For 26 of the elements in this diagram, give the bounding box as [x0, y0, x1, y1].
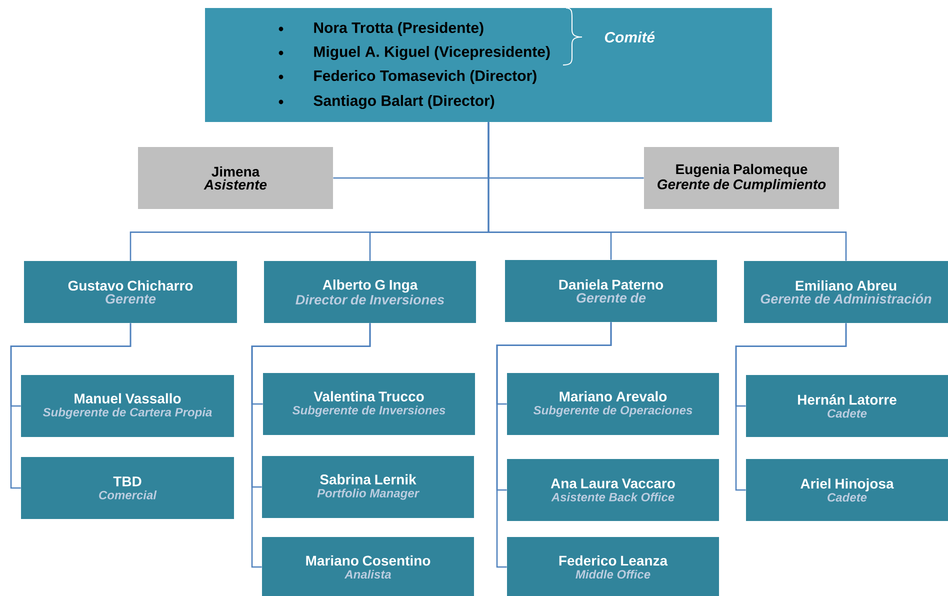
staff-box: TBD Comercial: [21, 457, 234, 519]
manager-box: Gustavo Chicharro Gerente: [24, 261, 237, 323]
staff-box: Sabrina Lernik Portfolio Manager: [262, 456, 474, 518]
committee-label: Comité: [604, 31, 655, 43]
member-name: Miguel A. Kiguel (Vicepresidente): [314, 46, 550, 60]
staff-box: Valentina Trucco Subgerente de Inversiones: [263, 373, 475, 435]
manager-box: Emiliano Abreu Gerente de Administración: [744, 261, 948, 323]
member-name: Santiago Balart (Director): [314, 94, 494, 110]
assistant-box: Jimena Asistente: [138, 147, 333, 209]
staff-box: Hernán Latorre Cadete: [746, 375, 948, 437]
staff-box: Ana Laura Vaccaro Asistente Back Office: [507, 459, 719, 521]
staff-box: Federico Leanza Middle Office: [507, 537, 719, 596]
manager-box: Daniela Paterno Gerente de: [505, 260, 717, 322]
assistant-box: Eugenia Palomeque Gerente de Cumplimiento: [644, 147, 839, 209]
connector-line: [488, 122, 847, 261]
member-name: Nora Trotta (Presidente): [314, 22, 484, 36]
staff-box: Ariel Hinojosa Cadete: [746, 459, 948, 521]
member-name: Federico Tomasevich (Director): [314, 70, 536, 84]
staff-box: Mariano Cosentino Analista: [262, 537, 474, 596]
manager-box: Alberto G Inga Director de Inversiones: [264, 261, 476, 323]
connector-line: [496, 322, 612, 568]
connector-line: [10, 323, 132, 489]
connector-line: [251, 323, 371, 568]
connector-line: [735, 323, 847, 491]
staff-box: Manuel Vassallo Subgerente de Cartera Propia: [21, 375, 234, 437]
staff-box: Mariano Arevalo Subgerente de Operaciones: [507, 373, 719, 435]
